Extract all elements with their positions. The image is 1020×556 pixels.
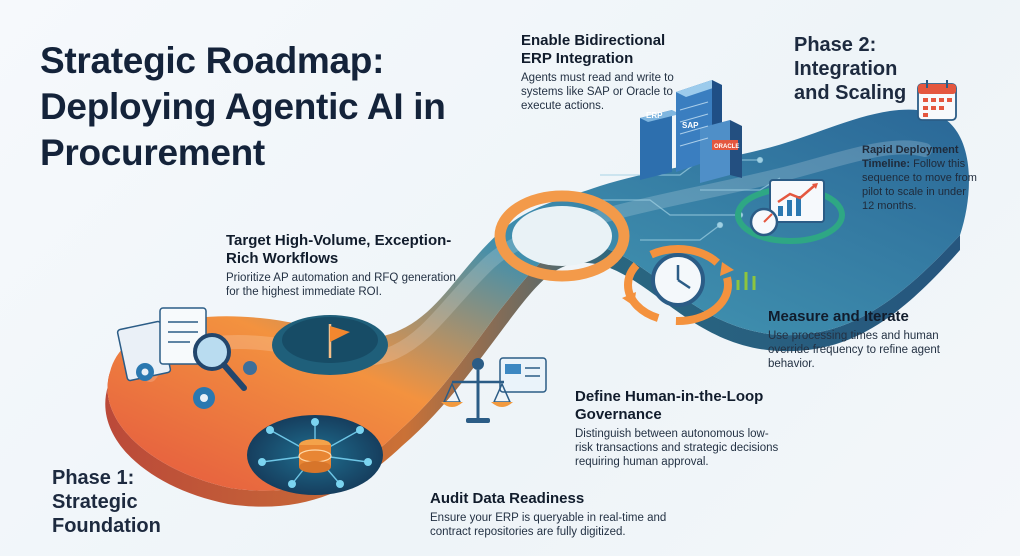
calendar-icon [917, 80, 957, 121]
timeline-note-text: Follow this sequence to move from pilot … [862, 158, 977, 212]
cycle-clock-icon [622, 245, 756, 325]
database-network-icon [247, 415, 383, 495]
orange-flag-icon [328, 324, 350, 358]
page-title: Strategic Roadmap: Deploying Agentic AI … [40, 40, 446, 173]
step-measure-iterate: Measure and Iterate Use processing times… [768, 308, 964, 371]
step-description: Agents must read and write to systems li… [521, 72, 674, 112]
step-title: Measure and Iterate [768, 308, 909, 325]
phase-2-title: Phase 2: Integration and Scaling [794, 34, 907, 104]
step-target-workflows: Target High-Volume, Exception-Rich Workf… [226, 232, 466, 299]
server-label-erp: ERP [646, 111, 663, 120]
timeline-note-label: Rapid Deployment Timeline: [862, 144, 959, 170]
step-title: Audit Data Readiness [430, 490, 585, 507]
timeline-note: Rapid Deployment Timeline: Follow this s… [862, 143, 980, 213]
ring-connector-upper [494, 190, 630, 282]
step-title: Target High-Volume, Exception-Rich Workf… [226, 232, 452, 267]
step-title: Enable Bidirectional ERP Integration [521, 32, 666, 67]
step-description: Ensure your ERP is queryable in real-tim… [430, 512, 667, 538]
step-description: Use processing times and human override … [768, 330, 940, 370]
server-label-sap: SAP [682, 121, 699, 130]
step-audit-data: Audit Data Readiness Ensure your ERP is … [430, 490, 690, 539]
server-stack-icon [640, 80, 742, 183]
step-title: Define Human-in-the-Loop Governance [575, 388, 764, 423]
server-label-oracle: ORACLE [714, 144, 739, 150]
step-governance: Define Human-in-the-Loop Governance Dist… [575, 388, 785, 469]
phase-1-title: Phase 1: Strategic Foundation [52, 467, 161, 537]
growth-chart-gauge-icon [735, 179, 845, 244]
platform-top [107, 109, 969, 491]
step-description: Prioritize AP automation and RFQ generat… [226, 272, 456, 298]
documents-magnifier-gear-icon [116, 307, 257, 409]
step-description: Distinguish between autonomous low-risk … [575, 428, 779, 468]
platform-side [105, 235, 960, 507]
step-erp-integration: Enable Bidirectional ERP Integration Age… [521, 32, 681, 113]
scale-governance-icon [441, 357, 547, 423]
